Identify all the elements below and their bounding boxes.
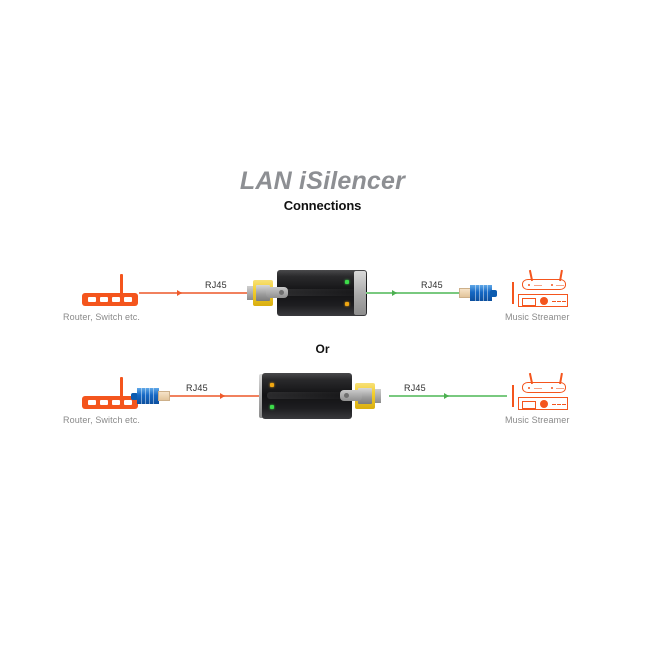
router-caption: Router, Switch etc. — [63, 415, 140, 425]
rj45-boot-rib — [145, 388, 147, 404]
led-amber-indicator — [270, 383, 274, 387]
device-body — [277, 270, 367, 316]
cable-label-rj45: RJ45 — [186, 383, 208, 393]
router-antenna — [120, 274, 123, 295]
router-body — [82, 396, 138, 409]
ethernet-cable-orange — [170, 395, 260, 397]
rj45-boot-rib — [153, 388, 155, 404]
rj45-metal-tip — [374, 389, 381, 403]
streamer-dash — [552, 300, 556, 303]
connection-option-2: Router, Switch etc. RJ45 — [0, 365, 645, 445]
cable-label-rj45: RJ45 — [404, 383, 426, 393]
router-port — [112, 297, 120, 302]
streamer-top-dash — [534, 387, 542, 389]
lan-isilencer-device — [259, 373, 381, 419]
cable-label-rj45: RJ45 — [205, 280, 227, 290]
streamer-top-dot — [528, 387, 531, 390]
streamer-bottom-unit — [518, 397, 568, 410]
rj45-boot-rib — [487, 285, 489, 301]
streamer-dash — [557, 403, 561, 406]
streamer-top-dot — [528, 284, 531, 287]
rj45-plug-nose — [490, 289, 497, 297]
page-title: LAN iSilencer — [239, 167, 406, 195]
router-port — [124, 400, 132, 405]
rj45-plug-yellow — [340, 381, 381, 411]
router-antenna — [120, 377, 123, 398]
music-streamer-caption: Music Streamer — [505, 415, 570, 425]
rj45-plug-tip — [158, 391, 170, 401]
streamer-top-unit — [522, 382, 566, 393]
streamer-volume-knob — [540, 297, 548, 305]
streamer-top-dot — [551, 284, 554, 287]
streamer-top-unit — [522, 279, 566, 290]
streamer-top-dash — [534, 284, 542, 286]
or-separator-label: Or — [315, 342, 330, 356]
cable-direction-arrow — [392, 289, 397, 296]
router-port — [100, 400, 108, 405]
router-port — [100, 297, 108, 302]
streamer-display-panel — [521, 400, 536, 409]
rj45-plug-boot — [470, 285, 492, 301]
rj45-boot-rib — [475, 285, 477, 301]
streamer-top-dash — [556, 284, 564, 286]
rj45-latch — [340, 390, 362, 401]
cable-direction-arrow — [177, 289, 182, 296]
rj45-latch — [266, 287, 288, 298]
router-icon — [82, 375, 144, 409]
router-port — [88, 400, 96, 405]
rj45-metal-tip — [247, 286, 254, 300]
rj45-boot-rib — [479, 285, 481, 301]
title-block: LAN iSilencer Connections — [0, 167, 645, 214]
cable-direction-arrow — [220, 392, 225, 399]
streamer-dash — [557, 300, 561, 303]
rj45-plug-blue — [131, 387, 171, 405]
device-highlight — [282, 289, 362, 297]
streamer-top-dash — [556, 387, 564, 389]
lan-isilencer-device — [247, 270, 369, 316]
streamer-display-panel — [521, 297, 536, 306]
ethernet-cable-green — [366, 292, 460, 294]
router-body — [82, 293, 138, 306]
device-end-cap — [354, 271, 366, 315]
rj45-plug-boot — [137, 388, 159, 404]
streamer-dash — [552, 403, 556, 406]
streamer-volume-knob — [540, 400, 548, 408]
rj45-boot-rib — [149, 388, 151, 404]
router-port — [124, 297, 132, 302]
music-streamer-icon — [508, 269, 570, 310]
router-icon — [82, 272, 144, 306]
streamer-top-dot — [551, 387, 554, 390]
streamer-left-antenna — [512, 385, 515, 407]
device-highlight — [267, 392, 347, 400]
streamer-dash — [562, 403, 566, 406]
page-subtitle: Connections — [283, 198, 362, 214]
rj45-boot-rib — [483, 285, 485, 301]
streamer-bottom-unit — [518, 294, 568, 307]
connection-option-1: Router, Switch etc. RJ45 RJ45 — [0, 262, 645, 342]
led-green-indicator — [345, 280, 349, 284]
router-caption: Router, Switch etc. — [63, 312, 140, 322]
streamer-dash — [562, 300, 566, 303]
rj45-plug-yellow — [247, 278, 288, 308]
rj45-latch-dot — [279, 290, 284, 295]
rj45-latch-dot — [344, 393, 349, 398]
cable-label-rj45: RJ45 — [421, 280, 443, 290]
router-port — [112, 400, 120, 405]
rj45-boot-rib — [141, 388, 143, 404]
led-amber-indicator — [345, 302, 349, 306]
rj45-plug-blue — [459, 284, 499, 302]
ethernet-cable-orange — [139, 292, 251, 294]
device-body — [262, 373, 352, 419]
streamer-left-antenna — [512, 282, 515, 304]
led-green-indicator — [270, 405, 274, 409]
rj45-plug-nose — [131, 392, 138, 400]
cable-direction-arrow — [444, 392, 449, 399]
router-port — [88, 297, 96, 302]
music-streamer-icon — [508, 372, 570, 413]
music-streamer-caption: Music Streamer — [505, 312, 570, 322]
